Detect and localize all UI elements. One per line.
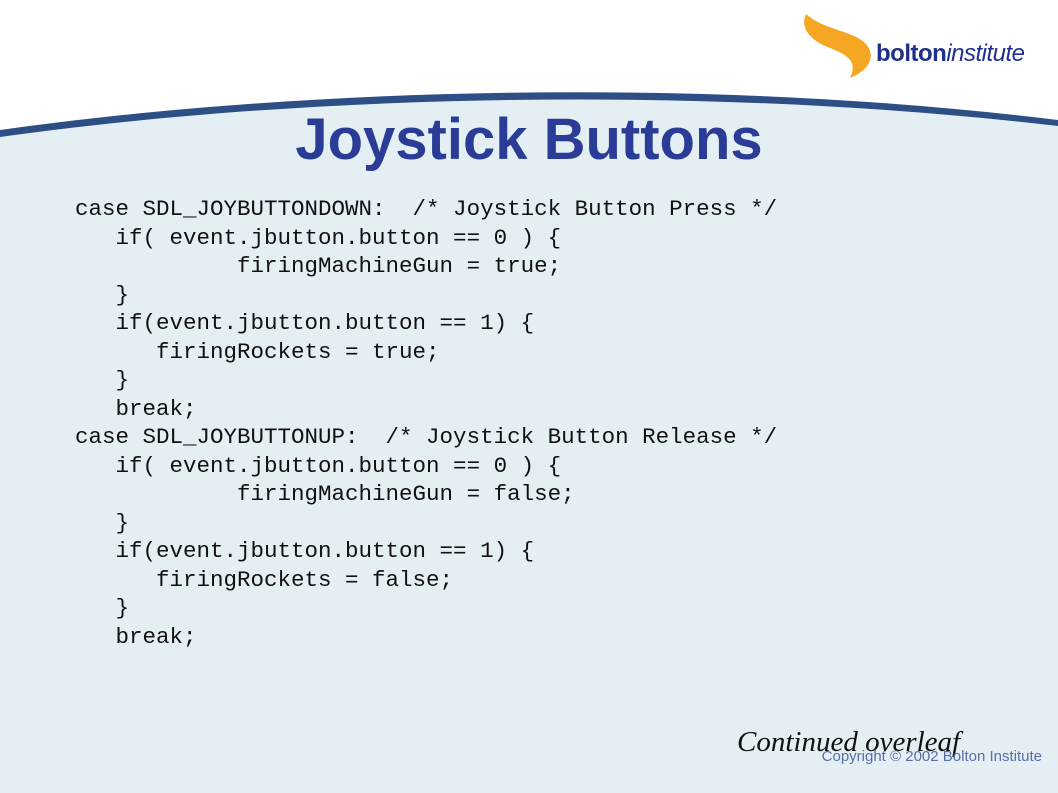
code-line: if(event.jbutton.button == 1) { bbox=[75, 538, 535, 564]
code-line: case SDL_JOYBUTTONDOWN: /* Joystick Butt… bbox=[75, 196, 778, 222]
code-line: break; bbox=[75, 395, 197, 422]
code-block: case SDL_JOYBUTTONDOWN: /* Joystick Butt… bbox=[75, 195, 777, 651]
code-line: break; bbox=[75, 623, 197, 650]
code-line: } bbox=[75, 595, 130, 621]
code-line: firingRockets = true; bbox=[75, 338, 440, 365]
copyright-notice: Copyright © 2002 Bolton Institute bbox=[821, 748, 1042, 765]
code-line: firingMachineGun = true; bbox=[75, 253, 562, 279]
code-line: firingMachineGun = false; bbox=[75, 481, 575, 507]
code-line: } bbox=[75, 281, 130, 308]
slide-title: Joystick Buttons bbox=[295, 107, 763, 172]
header-swoosh bbox=[0, 92, 1058, 137]
code-line: } bbox=[75, 509, 130, 536]
code-line: firingRockets = false; bbox=[75, 566, 454, 593]
code-line: } bbox=[75, 367, 130, 393]
code-line: case SDL_JOYBUTTONUP: /* Joystick Button… bbox=[75, 424, 778, 450]
bolton-institute-logo: boltoninstitute bbox=[876, 40, 1025, 68]
logo-text-bold: bolton bbox=[876, 40, 947, 67]
continued-overleaf-note: Continued overleaf bbox=[737, 726, 961, 758]
code-line: if( event.jbutton.button == 0 ) { bbox=[75, 452, 562, 479]
content-panel bbox=[0, 96, 1058, 793]
code-line: if(event.jbutton.button == 1) { bbox=[75, 310, 535, 336]
logo-text-italic: institute bbox=[946, 40, 1025, 67]
logo-swoosh-icon bbox=[804, 14, 871, 78]
code-line: if( event.jbutton.button == 0 ) { bbox=[75, 224, 562, 251]
